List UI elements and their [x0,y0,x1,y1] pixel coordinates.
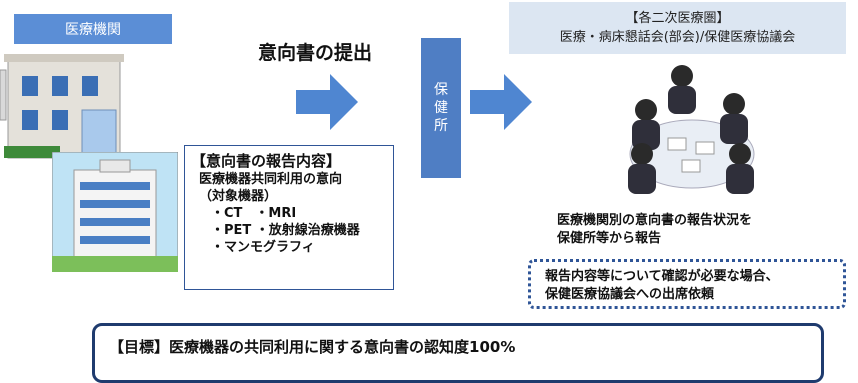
meeting-illustration [628,65,755,194]
report-title: 【意向書の報告内容】 [191,152,342,170]
health-center-char: 保 [434,82,448,98]
region-subtitle: 医療・病床懇話会(部会)/保健医療協議会 [559,30,796,45]
status-report-text: 医療機関別の意向書の報告状況を 保健所等から報告 [557,212,752,248]
confirmation-line: 報告内容等について確認が必要な場合、 [545,269,779,284]
region-title: 【各二次医療圏】 [625,11,730,26]
arrow-right-icon [470,74,532,130]
health-center-char: 健 [434,100,448,116]
report-line: 医療機器共同利用の意向 [199,172,343,187]
status-line: 保健所等から報告 [557,231,662,246]
confirmation-line: 保健医療協議会への出席依頼 [545,287,715,302]
clinic-building-illustration [0,54,124,159]
submit-title: 意向書の提出 [258,42,373,64]
health-center-char: 所 [434,118,448,134]
confirmation-box: 報告内容等について確認が必要な場合、 保健医療協議会への出席依頼 [528,259,846,309]
status-line: 医療機関別の意向書の報告状況を [557,213,753,228]
arrow-right-icon [296,74,358,130]
report-line: ・CT ・MRI [211,206,297,221]
goal-box: 【目標】医療機器の共同利用に関する意向書の認知度100% [92,323,824,383]
report-line: ・PET ・放射線治療機器 [211,223,360,238]
health-center-box: 保 健 所 [421,38,461,178]
report-contents-box: 【意向書の報告内容】 医療機器共同利用の意向 （対象機器） ・CT ・MRI ・… [184,145,394,290]
report-line: （対象機器） [199,189,278,204]
region-header: 【各二次医療圏】 医療・病床懇話会(部会)/保健医療協議会 [509,2,846,54]
goal-text: 【目標】医療機器の共同利用に関する意向書の認知度100% [109,338,516,356]
institution-label: 医療機関 [14,14,172,44]
report-line: ・マンモグラフィ [211,240,315,255]
hospital-building-illustration [52,152,178,272]
